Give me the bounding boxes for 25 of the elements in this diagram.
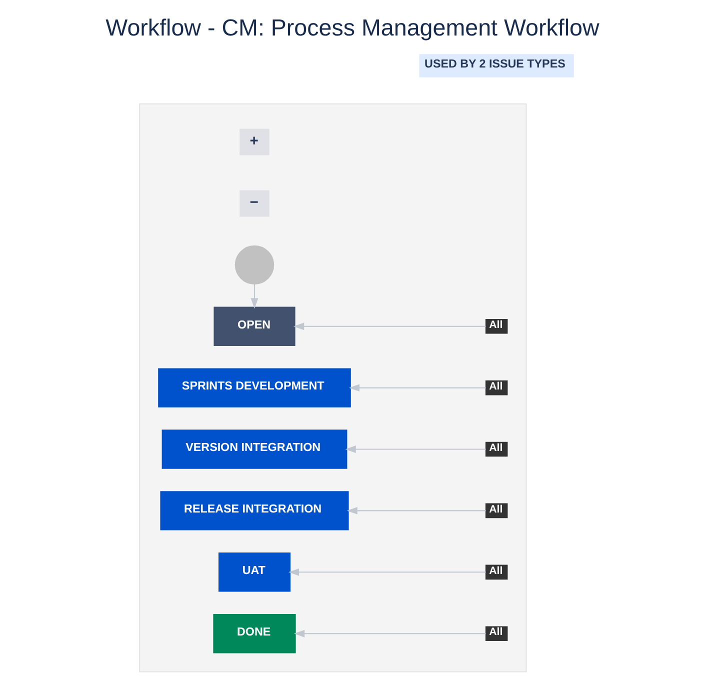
node-box: All	[485, 380, 508, 396]
node-circle	[234, 245, 274, 285]
node-box: All	[485, 442, 508, 457]
node-box: VERSION INTEGRATION	[162, 430, 348, 469]
node-box: All	[485, 564, 508, 580]
arrow	[294, 630, 486, 638]
label: +	[250, 133, 258, 150]
arrow	[345, 446, 486, 453]
node-box: RELEASE INTEGRATION	[160, 491, 349, 530]
node-box: All	[485, 503, 508, 518]
arrow	[348, 384, 486, 392]
cluster	[139, 103, 527, 672]
arrow	[288, 568, 486, 576]
node-box: All	[485, 318, 508, 334]
arrow	[250, 284, 258, 309]
node-box: UAT	[218, 552, 291, 592]
node-box: OPEN	[214, 306, 296, 346]
node-box: All	[485, 626, 508, 642]
label: −	[250, 194, 258, 211]
diagram-title: Workflow - CM: Process Management Workflow	[106, 14, 600, 41]
label: USED BY 2 ISSUE TYPES	[424, 58, 566, 71]
arrow	[294, 322, 486, 330]
node-box: DONE	[213, 614, 296, 654]
arrow	[346, 507, 486, 514]
node-box: SPRINTS DEVELOPMENT	[158, 368, 351, 408]
